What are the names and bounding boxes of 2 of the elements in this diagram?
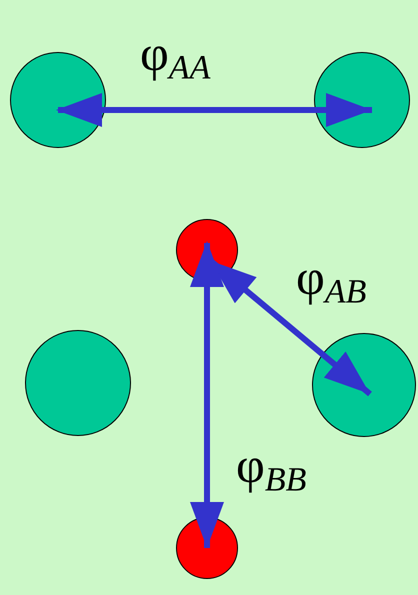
double-arrow: [190, 241, 224, 548]
double-arrow: [56, 93, 372, 127]
